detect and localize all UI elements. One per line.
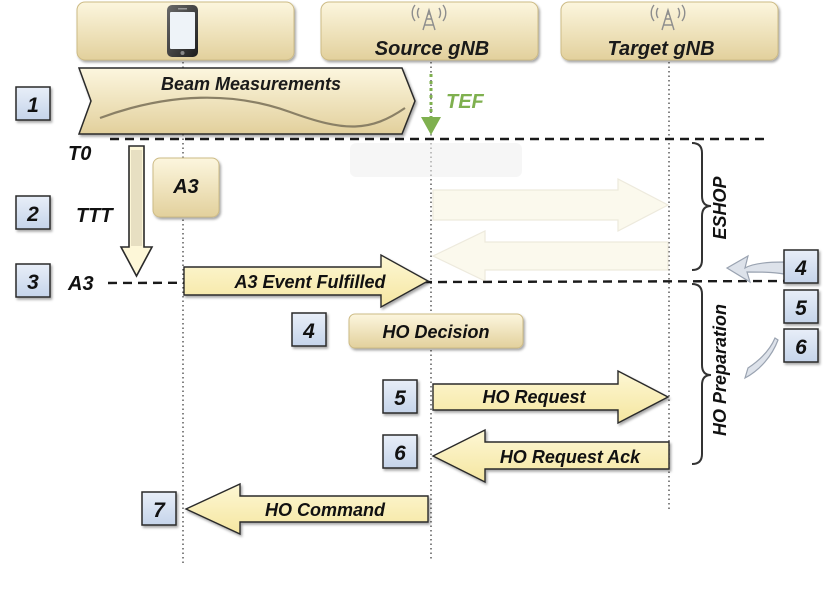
ho-request-ack-arrow — [431, 428, 670, 484]
svg-text:7: 7 — [153, 499, 166, 522]
beam-measurements-banner — [77, 67, 416, 135]
antenna-icon-target — [650, 4, 686, 31]
ho-preparation-brace — [691, 283, 712, 465]
faded-decision-box — [350, 143, 522, 177]
ttt-down-arrow — [119, 145, 154, 278]
a3-event-label: A3 Event Fulfilled — [233, 272, 386, 292]
step-box-6: 6 — [382, 434, 418, 469]
svg-text:6: 6 — [795, 336, 807, 359]
svg-text:6: 6 — [394, 442, 406, 465]
ho-decision-label: HO Decision — [382, 322, 489, 342]
svg-text:2: 2 — [26, 203, 39, 226]
target-gnb-header-box — [560, 1, 779, 61]
side-step-box-6: 6 — [783, 328, 819, 363]
source-gnb-title: Source gNB — [375, 38, 489, 60]
tef-label: TEF — [446, 91, 485, 113]
ho-preparation-label: HO Preparation — [710, 304, 730, 436]
step-box-2: 2 — [15, 195, 51, 230]
a3-time-label: A3 — [67, 273, 94, 295]
ho-request-arrow — [432, 369, 670, 425]
a3-event-arrow — [183, 253, 430, 309]
step-box-3: 3 — [15, 263, 51, 298]
step-box-4: 4 — [291, 312, 327, 347]
curved-shift-arrow — [725, 254, 785, 380]
svg-text:4: 4 — [302, 320, 315, 343]
faded-ack-arrow — [431, 230, 669, 282]
ho-request-ack-label: HO Request Ack — [500, 447, 641, 467]
smartphone-icon — [167, 5, 198, 57]
svg-text:1: 1 — [27, 94, 39, 117]
source-gnb-header-box — [320, 1, 539, 61]
side-step-box-5: 5 — [783, 289, 819, 324]
t0-label: T0 — [68, 143, 91, 165]
ttt-label: TTT — [76, 205, 114, 227]
ho-decision-box — [348, 313, 524, 349]
side-step-box-4: 4 — [783, 249, 819, 284]
faded-request-arrow — [432, 178, 670, 232]
ho-command-label: HO Command — [265, 500, 386, 520]
antenna-icon-source — [411, 4, 447, 31]
eshop-label: ESHOP — [710, 176, 730, 240]
beam-measurements-label: Beam Measurements — [161, 74, 341, 94]
a3-condition-label: A3 — [172, 176, 199, 198]
tef-arrow-head — [421, 117, 441, 135]
svg-text:5: 5 — [394, 387, 406, 410]
step-box-7: 7 — [141, 491, 177, 526]
ho-request-label: HO Request — [482, 387, 586, 407]
eshop-brace — [691, 142, 712, 271]
a3-condition-box — [152, 157, 220, 218]
svg-text:3: 3 — [27, 271, 39, 294]
ho-command-arrow — [184, 482, 429, 536]
step-box-1: 1 — [15, 86, 51, 121]
svg-text:4: 4 — [794, 257, 807, 280]
step-box-5: 5 — [382, 379, 418, 414]
target-gnb-title: Target gNB — [607, 38, 714, 60]
svg-text:5: 5 — [795, 297, 807, 320]
